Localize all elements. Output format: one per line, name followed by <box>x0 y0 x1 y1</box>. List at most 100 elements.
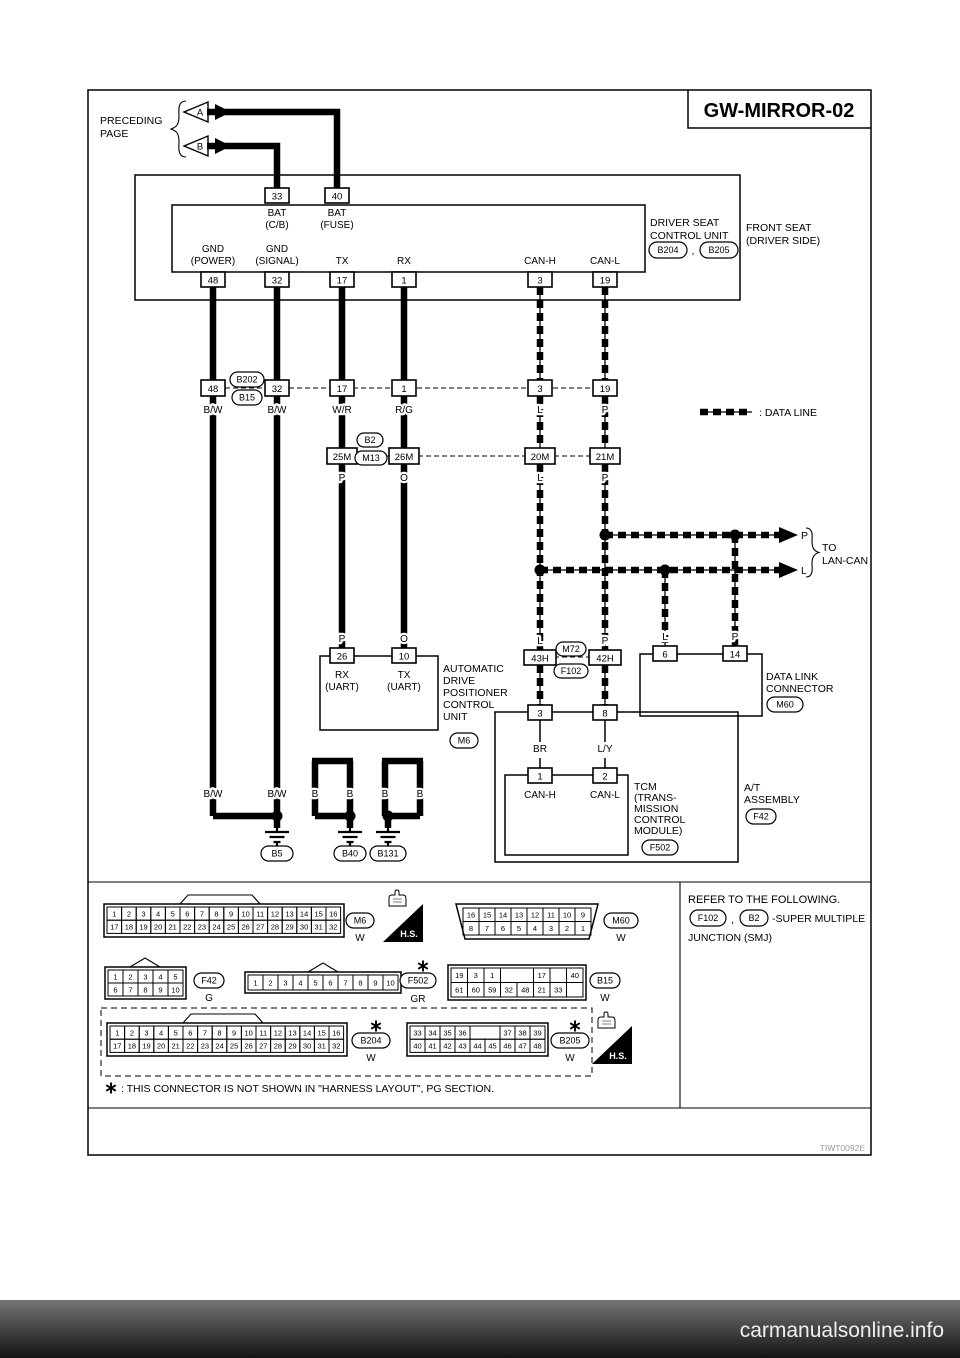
unit-name: ASSEMBLY <box>744 794 800 806</box>
pin-cell <box>382 974 399 991</box>
connector-id-oval <box>345 912 375 929</box>
pin-cell-number: 4 <box>159 1028 163 1037</box>
wire-color: B <box>382 789 389 800</box>
pin-cell-number: 8 <box>143 985 147 994</box>
pin-number: 3 <box>537 384 542 395</box>
wire-color: P <box>602 473 609 484</box>
wire-color: L <box>801 565 807 577</box>
hs-triangle <box>383 904 423 942</box>
pin-box <box>329 271 355 288</box>
unit-location-2: (DRIVER SIDE) <box>746 235 820 247</box>
unit-name: TCM <box>634 781 657 793</box>
pin-cell-number: 11 <box>547 911 555 920</box>
pin-cell-number: 1 <box>490 971 494 980</box>
pin-box <box>652 645 678 662</box>
pin-cell-number: 1 <box>112 909 116 918</box>
unit-location-1: FRONT SEAT <box>746 222 812 234</box>
pin-cell-number: 1 <box>113 972 117 981</box>
pin-cell-number: 5 <box>517 924 521 933</box>
pin-box <box>592 704 618 721</box>
pin-cell-number: 7 <box>203 1028 207 1037</box>
pin-number: 1 <box>537 772 542 783</box>
connector-id: B2 <box>748 913 759 923</box>
connector-id: B2 <box>364 435 375 445</box>
connector-color: GR <box>411 994 426 1005</box>
pin-cell-number: 31 <box>315 923 323 932</box>
unit-name: (TRANS- <box>634 792 677 804</box>
pin-cell-number: 6 <box>328 978 332 987</box>
pin-box <box>264 271 290 288</box>
connector-tab <box>129 957 161 968</box>
pin-box <box>592 271 618 288</box>
connector-id-oval <box>699 241 739 259</box>
pin-cell-number: 14 <box>300 909 308 918</box>
connector-outline-m60 <box>455 903 599 940</box>
connector-id-oval <box>555 641 587 657</box>
connector-id-oval <box>739 909 769 927</box>
pin-cell-number: 2 <box>127 909 131 918</box>
at-assembly: 3 8 BR L/Y 1 2 CAN-H CAN-L TCM (TRANS- M… <box>494 704 800 863</box>
pin-cell-number: 32 <box>332 1042 340 1051</box>
pin-cell-number: 6 <box>501 924 505 933</box>
pin-box <box>527 379 553 397</box>
pin-label: (C/B) <box>265 220 288 231</box>
pin-number: 40 <box>332 192 343 203</box>
pin-cell-number: 15 <box>483 911 491 920</box>
unit-name: POSITIONER <box>443 687 508 699</box>
pin-cell-number: 23 <box>201 1042 209 1051</box>
wire-color: L <box>537 405 543 416</box>
connector-id-oval <box>745 808 777 825</box>
connector-outline-f42 <box>104 966 187 1000</box>
pin-cell-number: 48 <box>533 1042 541 1051</box>
pin-cell-number: 11 <box>256 909 264 918</box>
connector-outline-b204 <box>106 1022 348 1057</box>
unit-name: DATA LINK <box>766 671 818 683</box>
pin-cell-number: 10 <box>386 978 394 987</box>
connector-id-oval <box>193 972 225 989</box>
pin-cell-number: 27 <box>256 923 264 932</box>
pin-cell-number: 5 <box>173 972 177 981</box>
tcm-inner-box <box>504 774 629 856</box>
pin-cell-number: 12 <box>271 909 279 918</box>
pin-cell-number: 45 <box>488 1042 496 1051</box>
pin-cell-number: 22 <box>186 1042 194 1051</box>
pin-cell-number: 8 <box>469 924 473 933</box>
pin-cell-number: 34 <box>428 1028 436 1037</box>
pin-box <box>329 379 355 397</box>
pin-cell <box>574 921 592 936</box>
connector-outline-b205 <box>406 1022 549 1057</box>
pin-cell-number: 13 <box>288 1028 296 1037</box>
pin-cell-number: 5 <box>313 978 317 987</box>
inline-connector-row-b2-m13: 25M 26M 20M 21M B2 M13 P O L P <box>326 432 621 486</box>
connector-id: B40 <box>342 849 358 859</box>
wire-color: B <box>312 789 319 800</box>
pin-number: 14 <box>730 650 741 661</box>
pin-cell-number: 9 <box>373 978 377 987</box>
pin-number: 33 <box>272 192 283 203</box>
pin-cell-number: 2 <box>268 978 272 987</box>
pin-number: 17 <box>337 276 348 287</box>
pin-cell <box>500 967 534 983</box>
connector-id-oval <box>354 450 388 466</box>
pin-number: 48 <box>208 384 219 395</box>
connector-id-oval <box>260 845 294 862</box>
pin-cell-number: 47 <box>518 1042 526 1051</box>
figure-code: TIWT0092E <box>820 1143 866 1153</box>
connector-tab <box>179 894 261 905</box>
junction-dots <box>271 529 741 822</box>
pin-cell-number: 9 <box>581 911 585 920</box>
watermark-link[interactable]: carmanualsonline.info <box>740 1319 944 1342</box>
dashed-group-box <box>100 1007 593 1077</box>
driver-seat-control-unit: 33 40 BAT (C/B) BAT (FUSE) GND (POWER) G… <box>134 174 820 301</box>
pin-cell-number: 29 <box>288 1042 296 1051</box>
pin-cell-number: 23 <box>198 923 206 932</box>
pin-box <box>264 379 290 397</box>
pin-cell-number: 3 <box>143 972 147 981</box>
pin-box <box>523 649 557 666</box>
inline-connector-row-m72-f102: L P 43H 42H M72 F102 <box>523 634 622 679</box>
unit-name: A/T <box>744 782 761 794</box>
